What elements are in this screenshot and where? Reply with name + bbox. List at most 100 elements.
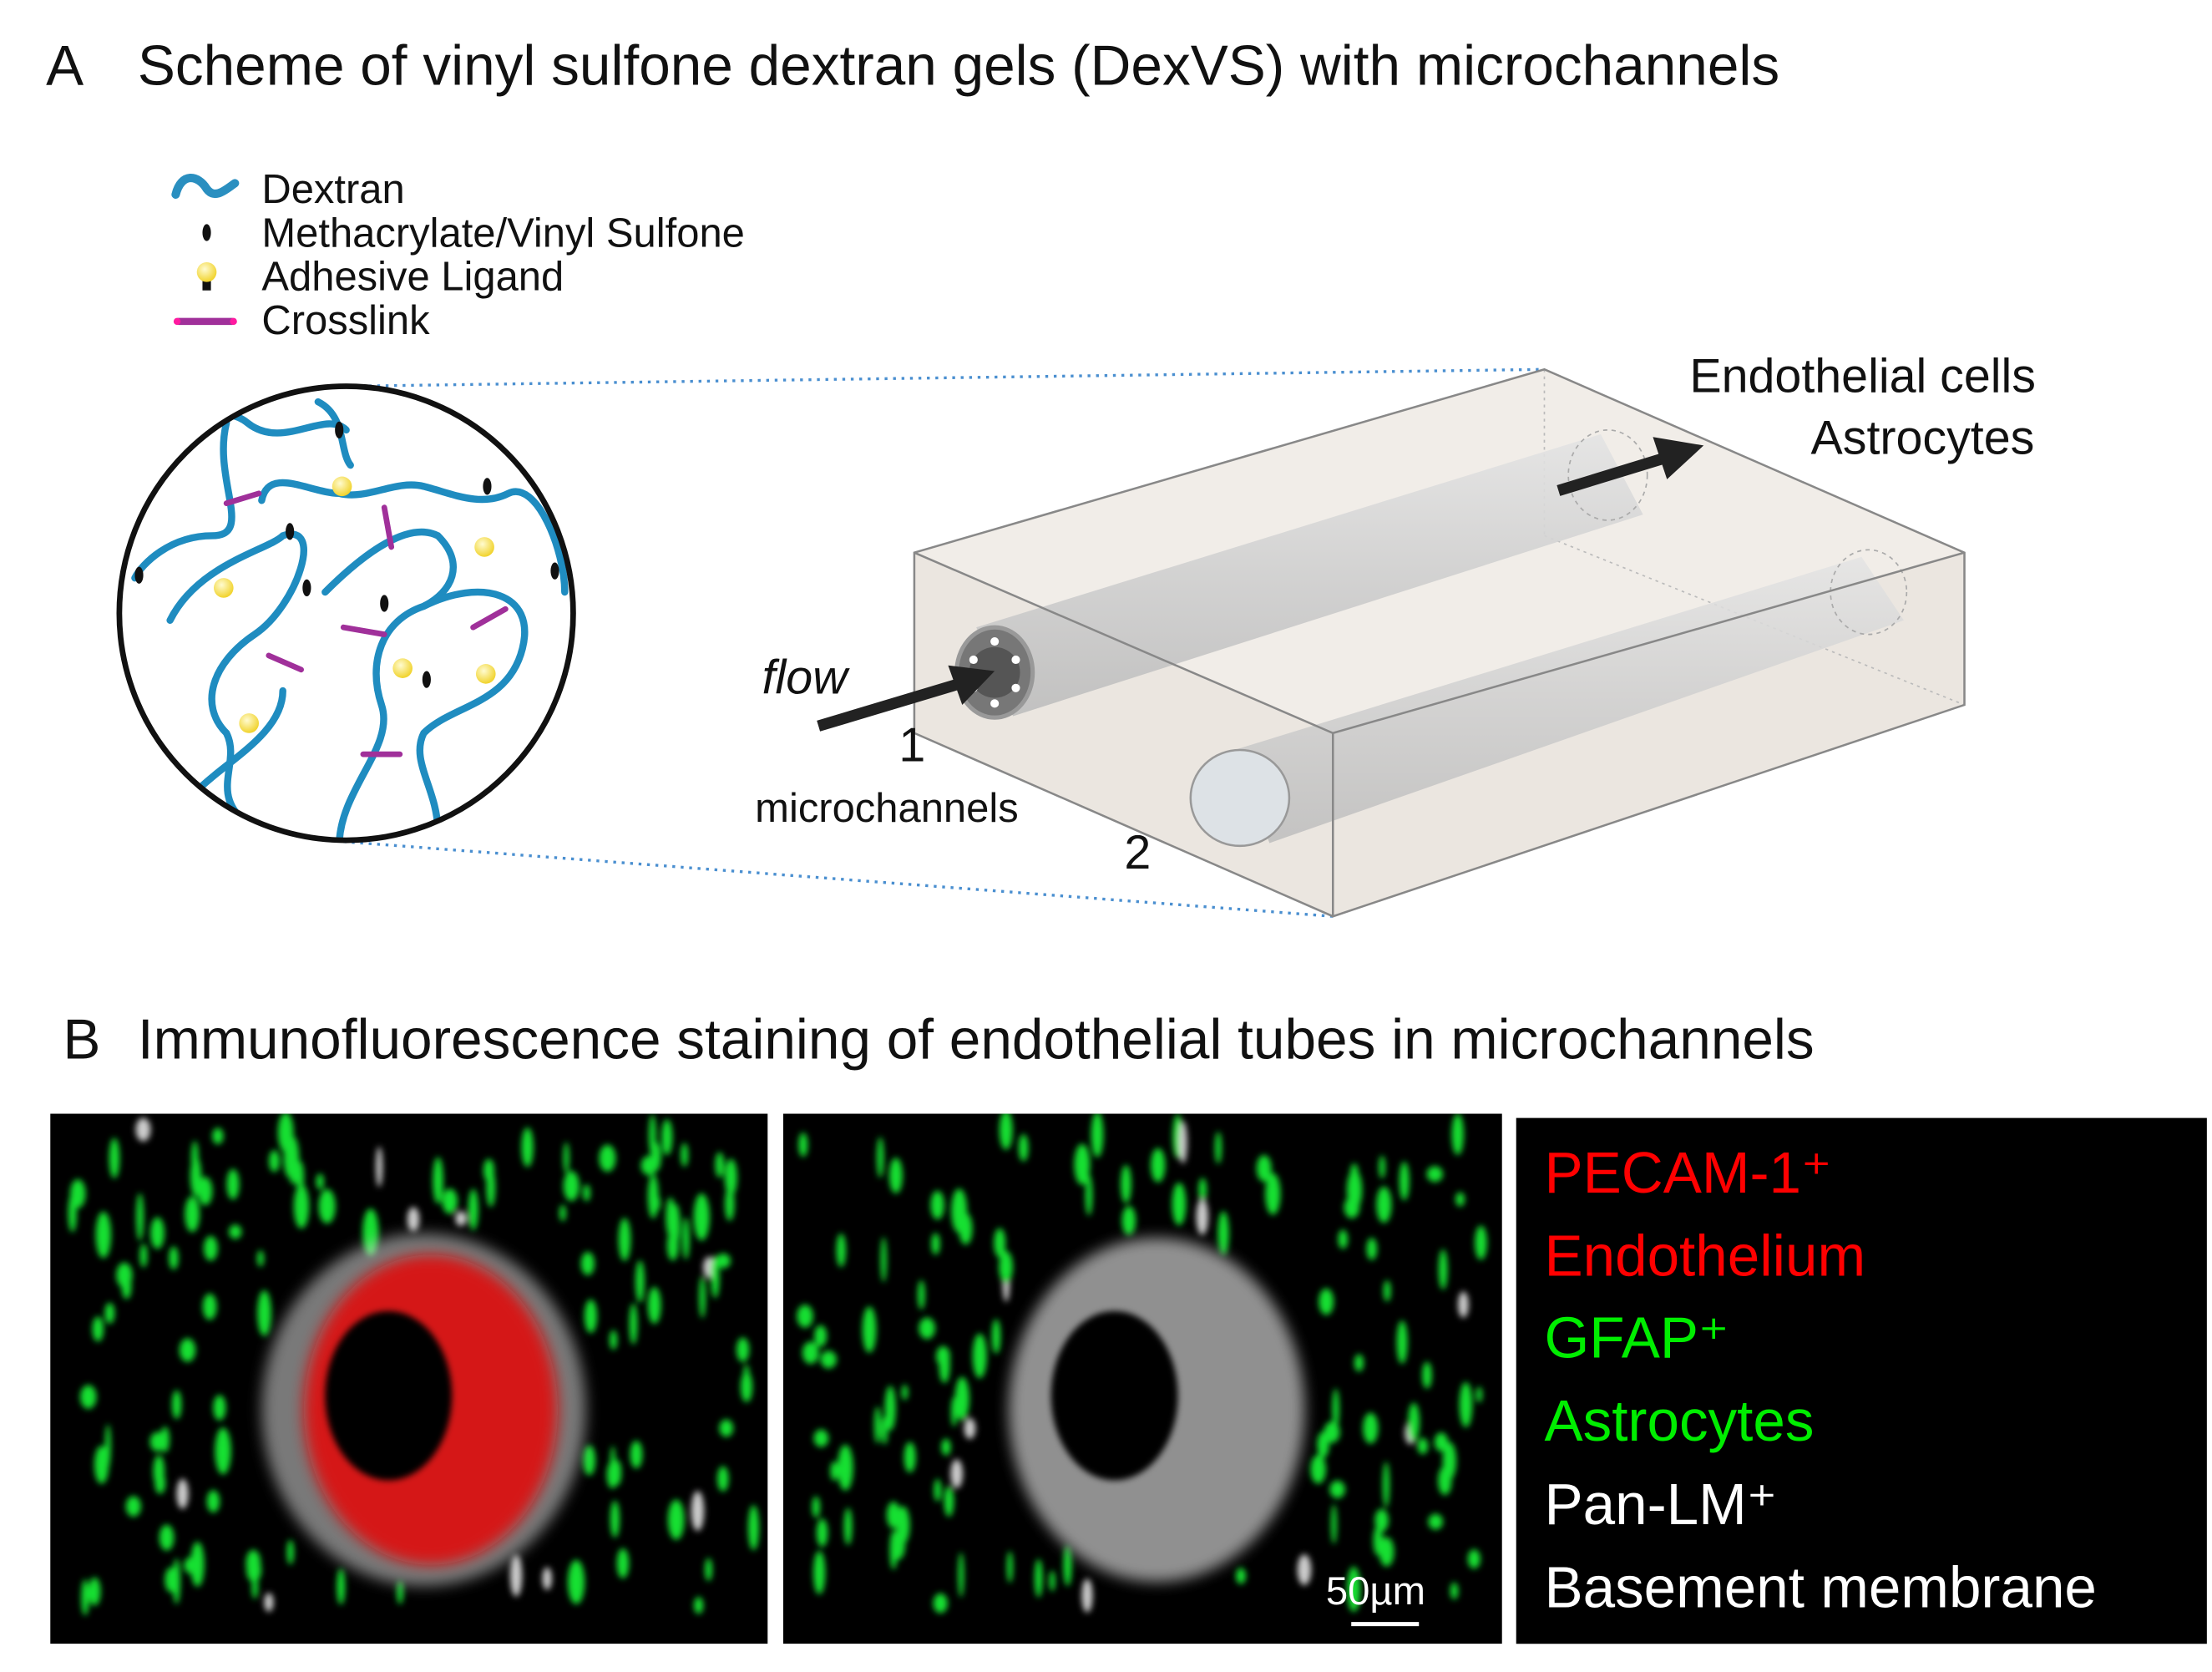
astrocyte-speck [991, 1319, 1001, 1355]
astrocyte-speck [933, 1593, 948, 1614]
astrocyte-speck [812, 1496, 820, 1518]
astrocyte-speck [951, 1396, 958, 1427]
stain-legend: PECAM-1⁺ Endothelium GFAP⁺ Astrocytes Pa… [1516, 1117, 2207, 1644]
astrocyte-speck [1035, 1558, 1043, 1598]
astrocyte-speck [667, 1499, 685, 1540]
astrocyte-speck [269, 1150, 280, 1173]
astrocyte-speck [584, 1299, 598, 1334]
cells-label-astrocytes: Astrocytes [1811, 412, 2035, 465]
astrocyte-speck [442, 1188, 458, 1214]
astrocyte-speck [116, 1262, 133, 1288]
astrocyte-speck [1408, 1402, 1420, 1441]
astrocyte-speck [104, 1424, 111, 1468]
micrograph-basement-membrane: 50µm [782, 1113, 1502, 1644]
astrocyte-speck [81, 1578, 89, 1616]
astrocyte-speck [1324, 1421, 1340, 1443]
astrocyte-speck [580, 1251, 595, 1275]
astrocyte-speck [629, 1303, 638, 1345]
astrocyte-speck [89, 1577, 101, 1606]
astrocyte-speck [930, 1190, 944, 1220]
astrocyte-speck [190, 1541, 205, 1587]
astrocyte-speck [682, 1217, 690, 1260]
astrocyte-speck [95, 1211, 112, 1259]
astrocyte-speck [741, 1371, 753, 1403]
astrocyte-speck [884, 1386, 896, 1431]
astrocyte-speck [407, 1207, 420, 1232]
astrocyte-speck [616, 1548, 630, 1578]
astrocyte-speck [647, 1286, 661, 1325]
astrocyte-speck [820, 1350, 837, 1369]
astrocyte-speck [1063, 1545, 1072, 1587]
astrocyte-speck [918, 1279, 925, 1310]
legend-label-dextran: Dextran [261, 167, 404, 212]
astrocyte-speck [994, 1228, 1006, 1258]
astrocyte-speck [802, 1341, 819, 1365]
astrocyte-speck [1256, 1155, 1272, 1182]
astrocyte-speck [1399, 1161, 1410, 1201]
astrocyte-speck [934, 1478, 942, 1502]
zoom-line-bottom [343, 840, 1334, 918]
panel-a-title: Scheme of vinyl sulfone dextran gels (De… [138, 34, 1779, 97]
legend-label-adhesive-ligand: Adhesive Ligand [261, 255, 564, 300]
astrocyte-speck [1196, 1198, 1208, 1235]
astrocyte-speck [877, 1137, 884, 1178]
flow-label: flow [762, 651, 851, 705]
astrocyte-speck [172, 1558, 180, 1604]
astrocyte-speck [1455, 1192, 1465, 1207]
methacrylate-icon [202, 224, 211, 241]
astrocyte-speck [1434, 1432, 1449, 1452]
astrocyte-speck [635, 1259, 645, 1303]
astrocyte-speck [483, 1158, 494, 1183]
astrocyte-speck [283, 1138, 295, 1178]
astrocyte-speck [838, 1444, 853, 1491]
astrocyte-speck [610, 1330, 618, 1350]
astrocyte-speck [376, 1146, 383, 1188]
astrocyte-speck [468, 1188, 478, 1230]
astrocyte-speck [972, 1333, 987, 1379]
astrocyte-speck [719, 1419, 734, 1437]
astrocyte-speck [650, 1142, 661, 1172]
astrocyte-speck [1344, 1197, 1360, 1219]
astrocyte-speck [958, 1552, 964, 1598]
astrocyte-speck [1383, 1279, 1391, 1302]
microchannel-1 [976, 433, 1643, 717]
astrocyte-speck [797, 1305, 813, 1328]
astrocyte-speck [316, 1173, 324, 1190]
astrocyte-speck [1081, 1578, 1093, 1613]
astrocyte-speck [693, 1193, 710, 1241]
astrocyte-speck [836, 1233, 846, 1268]
astrocyte-speck [212, 1127, 224, 1145]
astrocyte-speck [816, 1518, 828, 1548]
astrocyte-speck [318, 1188, 336, 1224]
astrocyte-speck [931, 1233, 940, 1255]
astrocyte-speck [1363, 1412, 1379, 1444]
astrocyte-speck [1329, 1480, 1345, 1498]
astrocyte-speck [202, 1293, 217, 1320]
astrocyte-speck [1338, 1229, 1349, 1249]
astrocyte-speck [1379, 1537, 1395, 1567]
astrocyte-speck [1438, 1466, 1452, 1496]
astrocyte-speck [880, 1237, 887, 1283]
astrocyte-speck [1172, 1182, 1187, 1226]
zoom-line-top [343, 367, 1545, 388]
astrocyte-speck [1151, 1148, 1166, 1183]
hydrogel-legend: Dextran Methacrylate/Vinyl Sulfone Adhes… [171, 167, 745, 343]
astrocyte-speck [964, 1417, 976, 1439]
astrocyte-speck [159, 1524, 175, 1551]
astrocyte-speck [1467, 1549, 1481, 1569]
astrocyte-speck [830, 1461, 838, 1481]
astrocyte-speck [583, 1445, 596, 1476]
astrocyte-speck [1198, 1178, 1207, 1203]
astrocyte-speck [813, 1550, 826, 1595]
astrocyte-speck [179, 1338, 196, 1362]
astrocyte-speck [455, 1211, 467, 1226]
astrocyte-speck [671, 1203, 681, 1246]
astrocyte-speck [1265, 1173, 1281, 1215]
astrocyte-speck [1428, 1513, 1443, 1530]
microchannel-gel-block [913, 367, 1966, 918]
astrocyte-speck [724, 1158, 737, 1197]
astrocyte-speck [919, 1317, 935, 1340]
astrocyte-speck [881, 1416, 888, 1445]
astrocyte-speck [736, 1337, 750, 1362]
